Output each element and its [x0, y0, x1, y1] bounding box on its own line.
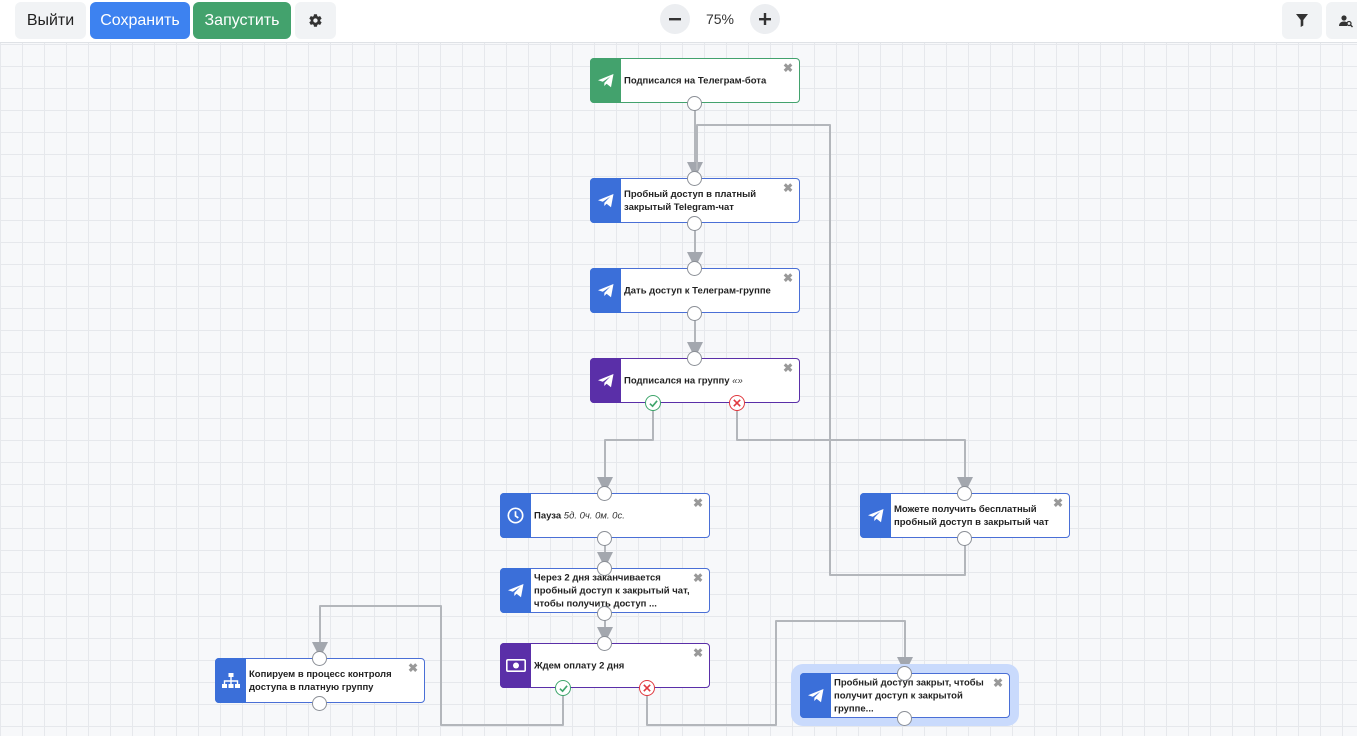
node-give-access[interactable]: Дать доступ к Телеграм-группе ✖	[590, 261, 800, 321]
node-title: Пробный доступ в платный закрытый Telegr…	[624, 188, 757, 213]
plus-icon	[759, 13, 771, 25]
node-title: Пробный доступ закрыт, чтобы получит дос…	[834, 677, 984, 714]
wire-n8-yes-n9	[312, 605, 564, 726]
output-port[interactable]	[957, 531, 972, 546]
input-port[interactable]	[957, 486, 972, 501]
telegram-icon	[597, 193, 613, 207]
output-port[interactable]	[687, 216, 702, 231]
node-icon-strip	[590, 58, 621, 103]
node-wait-payment[interactable]: Ждем оплату 2 дня ✖	[500, 636, 710, 696]
telegram-icon	[597, 283, 613, 297]
run-button[interactable]: Запустить	[193, 2, 291, 39]
close-icon[interactable]: ✖	[782, 361, 793, 375]
node-icon-strip	[590, 358, 621, 403]
node-icon-strip	[590, 268, 621, 313]
no-port[interactable]	[729, 395, 745, 411]
wire-n8-no-n10	[646, 620, 913, 726]
node-title: Ждем оплату 2 дня	[534, 660, 625, 671]
node-title: Пауза 5д. 0ч. 0м. 0с.	[534, 510, 625, 521]
output-port[interactable]	[687, 96, 702, 111]
output-port[interactable]	[687, 306, 702, 321]
close-icon[interactable]: ✖	[407, 661, 418, 675]
close-icon[interactable]: ✖	[992, 676, 1003, 690]
node-icon-strip	[500, 643, 531, 688]
telegram-icon	[597, 73, 613, 87]
telegram-icon	[597, 373, 613, 387]
node-subscribed-group[interactable]: Подписался на группу «» ✖	[590, 351, 800, 411]
exit-button[interactable]: Выйти	[15, 2, 86, 39]
output-port[interactable]	[597, 531, 612, 546]
wire-n4-yes-n5	[597, 410, 654, 493]
node-trial-closed[interactable]: Пробный доступ закрыт, чтобы получит дос…	[800, 666, 1010, 726]
node-icon-strip	[500, 568, 531, 613]
close-icon[interactable]: ✖	[782, 271, 793, 285]
minus-icon	[669, 18, 681, 21]
input-port[interactable]	[597, 636, 612, 651]
node-icon-strip	[800, 673, 831, 718]
node-pause[interactable]: Пауза 5д. 0ч. 0м. 0с. ✖	[500, 486, 710, 546]
node-subtitle: 5д. 0ч. 0м. 0с.	[563, 510, 625, 521]
node-free-trial-offer[interactable]: Можете получить бесплатный пробный досту…	[860, 486, 1070, 546]
close-icon[interactable]: ✖	[692, 646, 703, 660]
clock-icon	[507, 507, 524, 524]
settings-button[interactable]	[295, 2, 336, 39]
node-trial-access[interactable]: Пробный доступ в платный закрытый Telegr…	[590, 171, 800, 231]
output-port[interactable]	[597, 606, 612, 621]
toolbar: Выйти Сохранить Запустить 75%	[0, 0, 1357, 43]
close-icon[interactable]: ✖	[1052, 496, 1063, 510]
node-subscribed-bot[interactable]: Подписался на Телеграм-бота ✖	[590, 58, 800, 111]
filter-icon	[1296, 14, 1308, 27]
input-port[interactable]	[597, 486, 612, 501]
zoom-in-button[interactable]	[750, 4, 780, 34]
no-port[interactable]	[639, 680, 655, 696]
money-icon	[505, 659, 526, 672]
gear-icon	[309, 14, 322, 27]
node-trial-ending[interactable]: Через 2 дня заканчивается пробный доступ…	[500, 561, 710, 621]
filter-button[interactable]	[1282, 2, 1322, 39]
user-search-icon	[1339, 14, 1353, 27]
node-icon-strip	[215, 658, 246, 703]
zoom-out-button[interactable]	[660, 4, 690, 34]
sitemap-icon	[221, 672, 240, 688]
yes-port[interactable]	[555, 680, 571, 696]
wire-n6-loop	[696, 124, 966, 576]
node-title: Через 2 дня заканчивается пробный доступ…	[534, 572, 690, 609]
check-icon	[558, 684, 568, 692]
user-search-button[interactable]	[1326, 2, 1357, 39]
telegram-icon	[507, 583, 523, 597]
node-title: Копируем в процесс контроля доступа в пл…	[249, 668, 392, 693]
cross-icon	[733, 399, 741, 407]
zoom-level: 75%	[705, 11, 735, 27]
input-port[interactable]	[597, 561, 612, 576]
node-title: Подписался на группу «»	[624, 375, 743, 386]
node-title: Дать доступ к Телеграм-группе	[624, 285, 771, 296]
output-port[interactable]	[897, 711, 912, 726]
input-port[interactable]	[897, 666, 912, 681]
input-port[interactable]	[687, 261, 702, 276]
close-icon[interactable]: ✖	[782, 61, 793, 75]
wire-n4-no-n6	[736, 410, 973, 493]
node-icon-strip	[860, 493, 891, 538]
input-port[interactable]	[312, 651, 327, 666]
telegram-icon	[807, 688, 823, 702]
save-button[interactable]: Сохранить	[90, 2, 190, 39]
node-subtitle: «»	[732, 375, 743, 386]
close-icon[interactable]: ✖	[692, 571, 703, 585]
input-port[interactable]	[687, 171, 702, 186]
cross-icon	[643, 684, 651, 692]
telegram-icon	[867, 508, 883, 522]
node-title: Можете получить бесплатный пробный досту…	[894, 503, 1049, 528]
node-icon-strip	[590, 178, 621, 223]
close-icon[interactable]: ✖	[782, 181, 793, 195]
node-copy-to-process[interactable]: Копируем в процесс контроля доступа в пл…	[215, 651, 425, 711]
node-icon-strip	[500, 493, 531, 538]
yes-port[interactable]	[645, 395, 661, 411]
input-port[interactable]	[687, 351, 702, 366]
close-icon[interactable]: ✖	[692, 496, 703, 510]
node-title: Подписался на Телеграм-бота	[624, 75, 767, 86]
output-port[interactable]	[312, 696, 327, 711]
check-icon	[648, 399, 658, 407]
